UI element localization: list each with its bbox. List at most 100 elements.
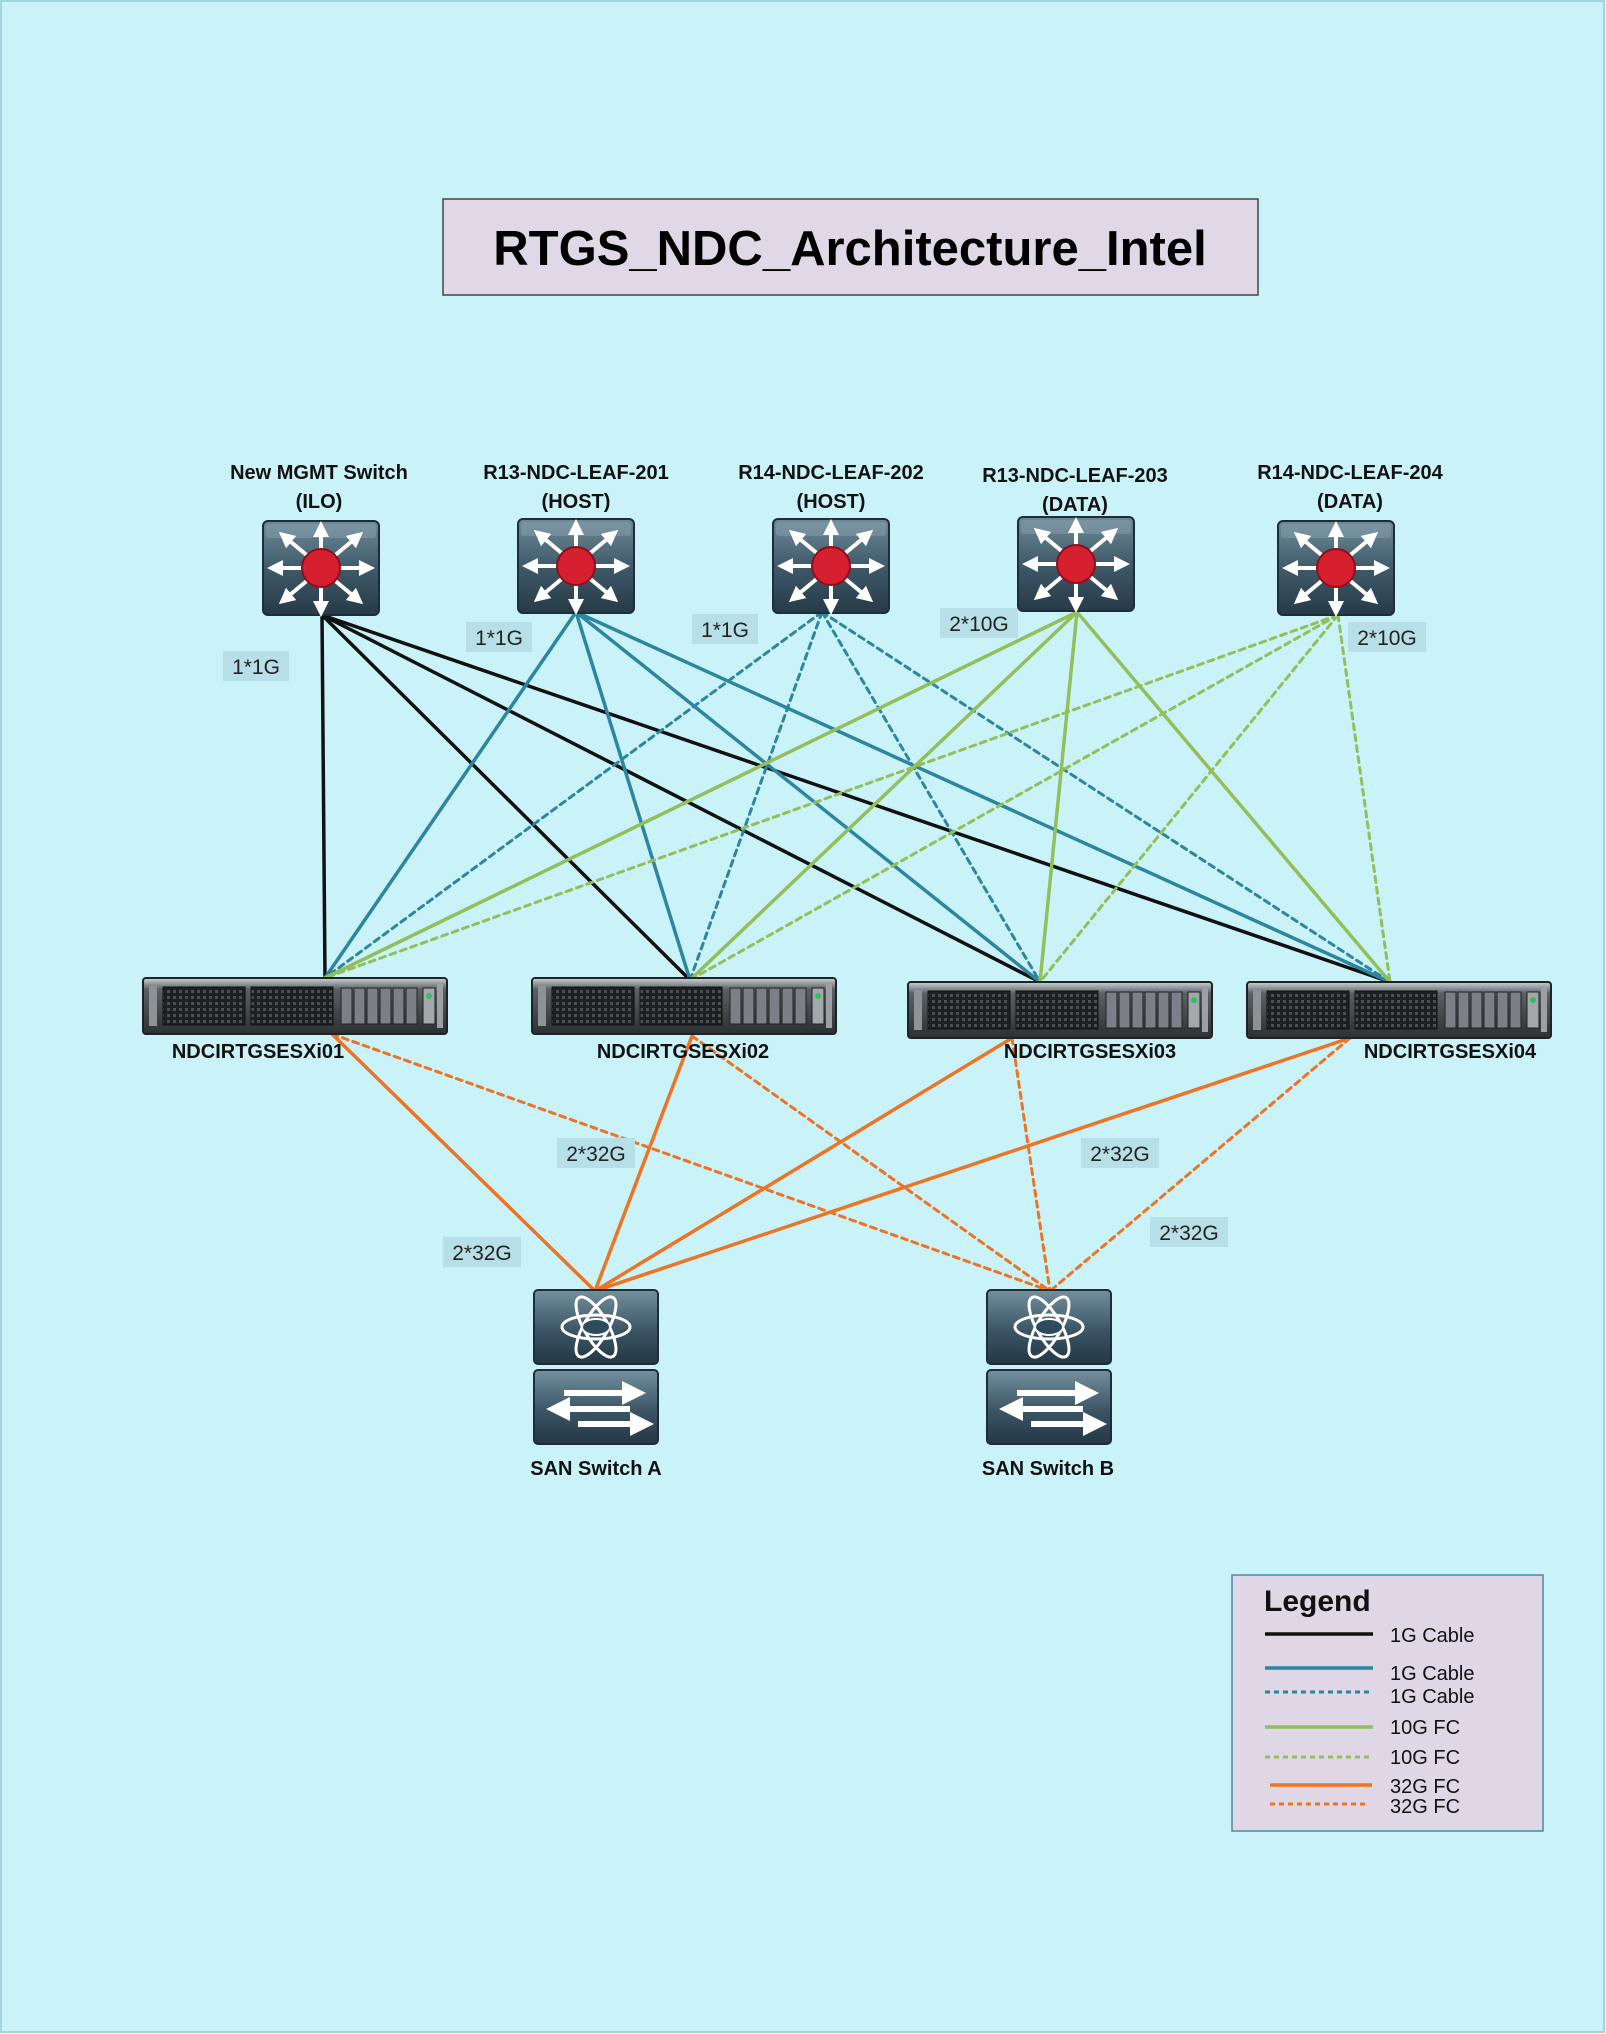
page-title: RTGS_NDC_Architecture_Intel <box>493 222 1206 276</box>
link-esx04-sanA <box>593 1036 1352 1293</box>
links-layer <box>320 610 1392 1293</box>
server-label: NDCIRTGSESXi04 <box>1364 1041 1537 1063</box>
link-leaf203-esx03 <box>1038 610 1079 984</box>
link-label-san_3: 2*32G <box>443 1237 521 1267</box>
layer3-switch-icon <box>1018 517 1134 611</box>
rack-server-icon <box>142 977 448 1035</box>
switch-mgmt[interactable]: New MGMT Switch (ILO) <box>230 462 408 615</box>
link-mgmt-esx01 <box>320 613 327 980</box>
server-label: NDCIRTGSESXi03 <box>1004 1041 1176 1063</box>
server-esx01[interactable]: NDCIRTGSESXi01 <box>142 977 448 1063</box>
switch-label-line2: (DATA) <box>1042 494 1108 516</box>
switch-leaf202[interactable]: R14-NDC-LEAF-202 (HOST) <box>738 462 924 613</box>
switch-label-line1: New MGMT Switch <box>230 462 408 484</box>
rack-server-icon <box>1246 981 1552 1039</box>
link-esx04-sanB <box>1048 1036 1352 1293</box>
link-mgmt-esx02 <box>320 613 692 982</box>
legend-item-label: 10G FC <box>1390 1717 1460 1739</box>
link-label-text: 2*32G <box>1090 1143 1150 1166</box>
legend-box <box>1231 1574 1544 1832</box>
link-label-text: 1*1G <box>475 627 523 650</box>
link-leaf202-esx04 <box>820 610 1392 984</box>
link-esx02-sanA <box>593 1034 694 1293</box>
link-label-text: 1*1G <box>701 619 749 642</box>
nodes-layer: New MGMT Switch (ILO) R13-NDC-LEAF-201 (HOS… <box>142 462 1552 1480</box>
legend-item-label: 32G FC <box>1390 1796 1460 1818</box>
san-switch-label: SAN Switch B <box>982 1458 1114 1480</box>
link-leaf203-esx01 <box>323 610 1079 980</box>
switch-label-line1: R13-NDC-LEAF-201 <box>483 462 669 484</box>
link-leaf203-esx04 <box>1075 610 1392 984</box>
layer3-switch-icon <box>263 521 379 615</box>
link-leaf201-esx03 <box>574 610 1042 984</box>
switch-label-line2: (HOST) <box>542 491 611 513</box>
link-label-mgmt: 1*1G <box>223 651 289 681</box>
legend-item: 10G FC <box>1265 1747 1460 1769</box>
switch-leaf201[interactable]: R13-NDC-LEAF-201 (HOST) <box>483 462 669 613</box>
rack-server-icon <box>531 977 837 1035</box>
link-label-text: 2*32G <box>566 1143 626 1166</box>
legend-item-label: 10G FC <box>1390 1747 1460 1769</box>
link-esx01-sanB <box>330 1032 1052 1293</box>
link-label-text: 2*10G <box>949 613 1009 636</box>
link-leaf202-esx02 <box>688 610 824 982</box>
link-label-leaf201: 1*1G <box>466 622 532 652</box>
link-label-leaf202: 1*1G <box>692 614 758 644</box>
link-label-text: 1*1G <box>232 656 280 679</box>
switch-label-line1: R13-NDC-LEAF-203 <box>982 465 1168 487</box>
san-switch-sanB[interactable]: SAN Switch B <box>982 1290 1114 1480</box>
layer3-switch-icon <box>1278 521 1394 615</box>
legend-item-label: 1G Cable <box>1390 1663 1475 1685</box>
legend-item: 1G Cable <box>1265 1686 1475 1708</box>
link-esx03-sanA <box>593 1036 1014 1293</box>
link-leaf204-esx03 <box>1038 613 1340 984</box>
legend-title: Legend <box>1264 1585 1371 1618</box>
link-label-leaf203: 2*10G <box>940 608 1018 638</box>
san-switch-label: SAN Switch A <box>530 1458 662 1480</box>
link-leaf203-esx02 <box>688 610 1079 982</box>
link-leaf201-esx04 <box>574 610 1392 984</box>
link-label-leaf204: 2*10G <box>1348 622 1426 652</box>
switch-label-line2: (ILO) <box>296 491 343 513</box>
server-label: NDCIRTGSESXi02 <box>597 1041 769 1063</box>
layer3-switch-icon <box>518 519 634 613</box>
link-label-text: 2*32G <box>1159 1222 1219 1245</box>
link-leaf202-esx01 <box>323 610 824 980</box>
switch-leaf204[interactable]: R14-NDC-LEAF-204 (DATA) <box>1257 462 1444 615</box>
link-leaf204-esx04 <box>1336 613 1392 984</box>
switch-label-line1: R14-NDC-LEAF-202 <box>738 462 924 484</box>
switch-label-line1: R14-NDC-LEAF-204 <box>1257 462 1443 484</box>
layer3-switch-icon <box>773 519 889 613</box>
link-mgmt-esx04 <box>320 613 1392 984</box>
link-esx01-sanA <box>330 1032 597 1293</box>
legend-item-label: 32G FC <box>1390 1776 1460 1798</box>
server-esx02[interactable]: NDCIRTGSESXi02 <box>531 977 837 1063</box>
link-leaf202-esx03 <box>820 610 1042 984</box>
link-label-text: 2*32G <box>452 1242 512 1265</box>
switch-label-line2: (DATA) <box>1317 491 1383 513</box>
legend-item: 1G Cable <box>1265 1625 1475 1647</box>
link-label-san_1: 2*32G <box>557 1138 635 1168</box>
legend-item: 10G FC <box>1265 1717 1460 1739</box>
link-leaf204-esx01 <box>323 613 1340 980</box>
switch-label-line2: (HOST) <box>797 491 866 513</box>
legend-item: 32G FC <box>1270 1796 1460 1818</box>
server-label: NDCIRTGSESXi01 <box>172 1041 344 1063</box>
link-labels-layer: 1*1G 1*1G 1*1G 2*10G 2*10G 2*32G 2*32G 2*32G 2*3… <box>223 608 1426 1267</box>
rack-server-icon <box>907 981 1213 1039</box>
legend-item: 32G FC <box>1270 1776 1460 1798</box>
server-esx04[interactable]: NDCIRTGSESXi04 <box>1246 981 1552 1063</box>
legend-item-label: 1G Cable <box>1390 1625 1475 1647</box>
link-label-text: 2*10G <box>1357 627 1417 650</box>
san-switch-sanA[interactable]: SAN Switch A <box>530 1290 662 1480</box>
switch-leaf203[interactable]: R13-NDC-LEAF-203 (DATA) <box>982 465 1168 611</box>
link-label-san_2: 2*32G <box>1081 1138 1159 1168</box>
link-esx02-sanB <box>690 1034 1052 1293</box>
link-leaf204-esx02 <box>688 613 1340 982</box>
title-box: RTGS_NDC_Architecture_Intel <box>442 198 1259 296</box>
server-esx03[interactable]: NDCIRTGSESXi03 <box>907 981 1213 1063</box>
link-mgmt-esx03 <box>320 613 1042 984</box>
